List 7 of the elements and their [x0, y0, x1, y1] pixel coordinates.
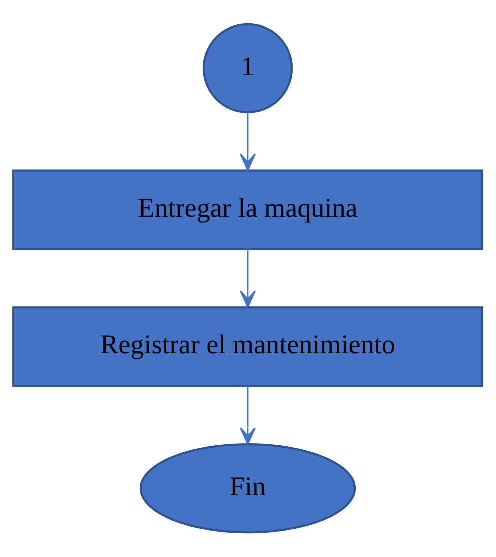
node-box: Registrar el mantenimiento [12, 306, 484, 388]
node-circle: 1 [202, 23, 294, 114]
arrow [240, 386, 256, 446]
arrow [240, 112, 256, 172]
node-box: Entregar la maquina [12, 170, 484, 250]
node-ellipse: Fin [140, 443, 356, 534]
arrow [240, 250, 256, 308]
